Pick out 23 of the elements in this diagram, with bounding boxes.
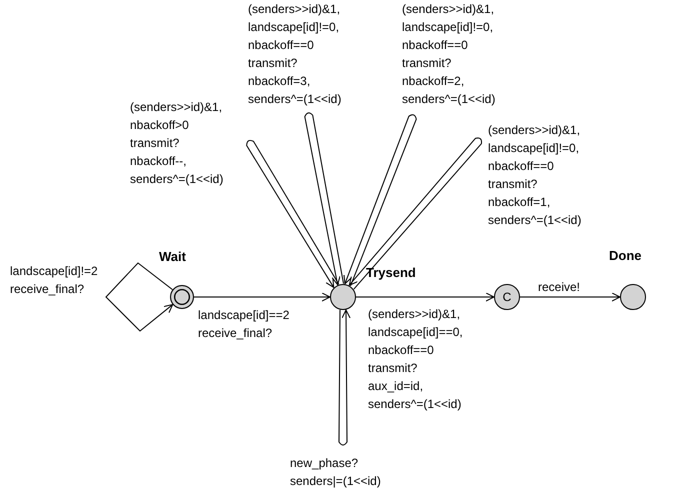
edge-label: (senders>>id)&1, landscape[id]!=0, nbackoff==0 transmit? nbackoff=3, senders^=(1<<id) <box>248 1 342 108</box>
loop-arrow <box>338 310 351 446</box>
arrow <box>520 292 620 302</box>
edge-label: receive! <box>538 279 580 296</box>
state-circle <box>494 284 520 310</box>
edge-label: landscape[id]!=2 receive_final? <box>10 263 98 298</box>
loop-arrow <box>246 140 340 288</box>
edge-label: (senders>>id)&1, nbackoff>0 transmit? nbackoff--, senders^=(1<<id) <box>130 99 224 188</box>
committed-mark: C <box>502 289 512 306</box>
state-name: Done <box>609 248 642 264</box>
edge-label: (senders>>id)&1, landscape[id]!=0, nbackoff==0 transmit? nbackoff=1, senders^=(1<<id) <box>488 122 582 229</box>
arrow <box>194 292 330 302</box>
loop-arrow <box>105 262 174 332</box>
state-name: Trysend <box>366 265 416 281</box>
loop-arrow <box>344 114 417 286</box>
edge-label: (senders>>id)&1, landscape[id]==0, nbackoff==0 transmit? aux_id=id, senders^=(1<<id) <box>368 306 463 413</box>
loop-arrow <box>304 112 344 286</box>
edge-label: (senders>>id)&1, landscape[id]!=0, nbackoff==0 transmit? nbackoff=2, senders^=(1<<id) <box>402 1 496 108</box>
edge-label: new_phase? senders|=(1<<id) <box>290 455 381 490</box>
state-name: Wait <box>159 249 186 265</box>
edge-label: landscape[id]==2 receive_final? <box>198 307 290 342</box>
arrow <box>356 292 494 302</box>
loop-arrow <box>348 138 482 290</box>
